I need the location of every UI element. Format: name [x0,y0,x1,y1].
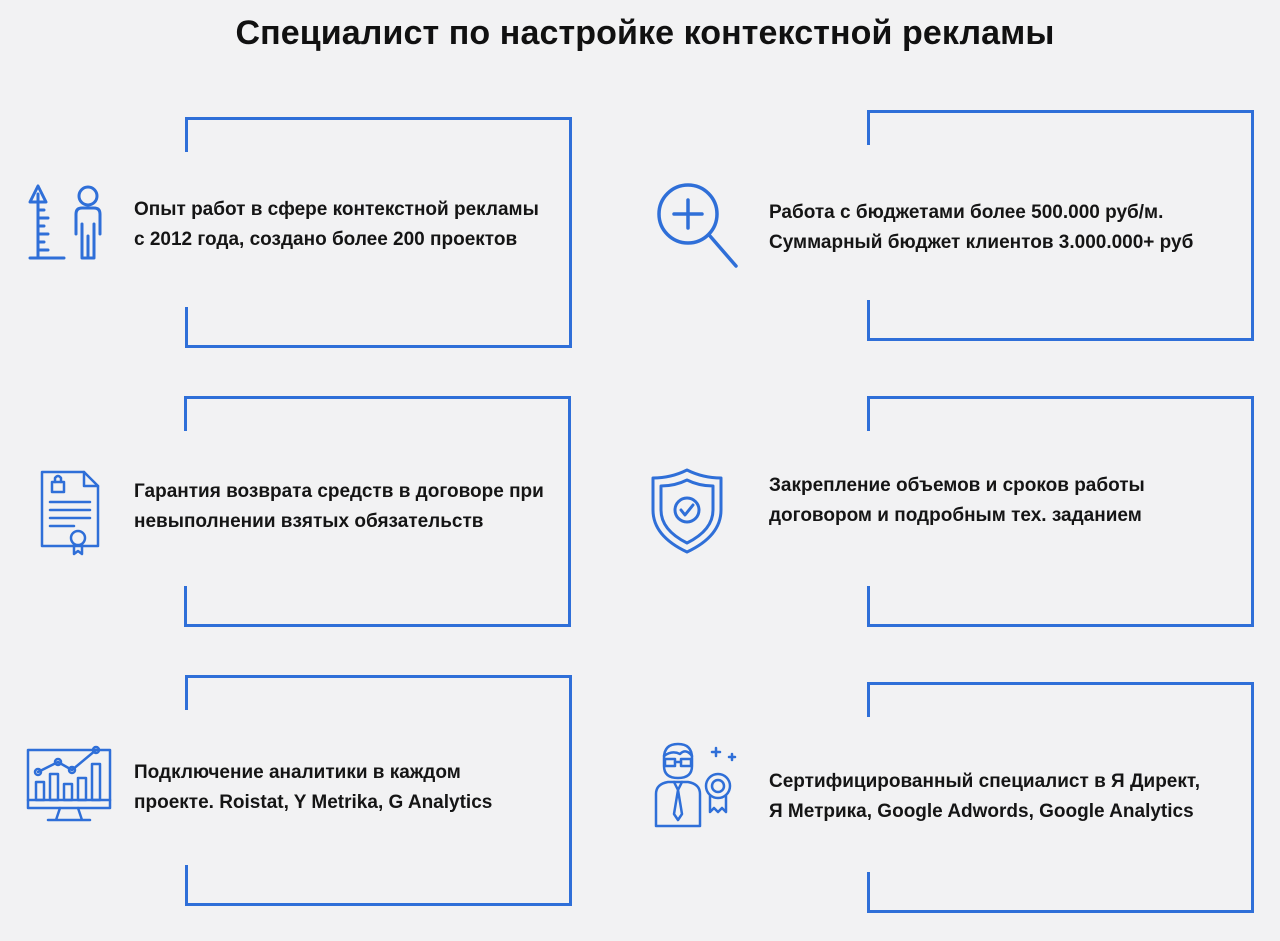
feature-line-2: невыполнении взятых обязательств [134,511,484,532]
shield-check-icon [643,466,733,556]
feature-text: Сертифицированный специалист в Я Директ,… [769,767,1200,827]
feature-line-1: Сертифицированный специалист в Я Директ, [769,771,1201,792]
certified-specialist-icon [650,740,740,830]
feature-text: Закрепление объемов и сроков работы дого… [769,471,1145,531]
feature-text: Гарантия возврата средств в договоре при… [134,477,544,537]
feature-line-1: Подключение аналитики в каждом [134,762,461,783]
card-frame [185,117,572,348]
page-title: Специалист по настройке контекстной рекл… [235,14,1055,52]
card-frame [867,682,1254,913]
feature-line-1: Работа с бюджетами более 500.000 руб/м. [769,202,1164,223]
card-frame [184,396,571,627]
feature-line-2: договором и подробным тех. заданием [769,505,1142,526]
analytics-monitor-icon [24,742,114,832]
feature-line-1: Закрепление объемов и сроков работы [769,475,1145,496]
feature-text: Подключение аналитики в каждом проекте. … [134,758,492,818]
card-frame [185,675,572,906]
feature-text: Опыт работ в сфере контекстной рекламы с… [134,195,539,255]
feature-text: Работа с бюджетами более 500.000 руб/м. … [769,198,1193,258]
feature-line-1: Опыт работ в сфере контекстной рекламы [134,199,539,220]
card-frame [867,110,1254,341]
height-growth-icon [22,180,112,270]
card-frame [867,396,1254,627]
feature-line-2: Я Метрика, Google Adwords, Google Analyt… [769,801,1194,822]
feature-line-1: Гарантия возврата средств в договоре при [134,481,544,502]
feature-line-2: Суммарный бюджет клиентов 3.000.000+ руб [769,232,1194,253]
magnifier-plus-icon [652,180,742,270]
feature-line-2: проекте. Roistat, Y Metrika, G Analytics [134,792,493,813]
feature-line-2: с 2012 года, создано более 200 проектов [134,229,518,250]
contract-document-icon [30,468,120,558]
